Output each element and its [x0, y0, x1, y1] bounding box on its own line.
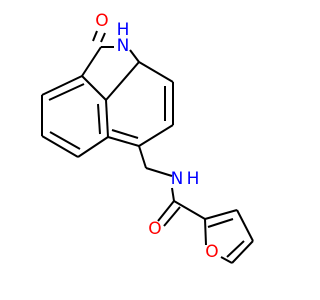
amide-hydrogen-label: H [187, 169, 200, 189]
bond-furan-c3-c4 [236, 209, 254, 242]
bond-c6-c5a [107, 136, 140, 147]
bond-furan-c2-c3 [204, 209, 238, 220]
bond-c2a-c3 [41, 75, 83, 96]
bond-furan-c2-c3-double [207, 218, 234, 228]
bond-furan-c4-c5-double [226, 240, 245, 258]
bond-furan-o-c2 [204, 218, 207, 246]
bond-c2a-c3-double [48, 83, 85, 101]
bond-c2-o [100, 32, 106, 43]
carbonyl-oxygen-label: O [95, 11, 108, 31]
chemical-structure: O N H N H O O [41, 11, 254, 264]
bond-c4-c5-double [49, 131, 81, 150]
bond-n1-c8b [129, 49, 140, 63]
bond-c5a-c8a-double [97, 103, 101, 135]
bond-c2a-c8a [81, 75, 107, 101]
lactam-nitrogen-label: N [117, 36, 130, 56]
bond-ch2-nh [145, 167, 173, 177]
amide-nitrogen-label: N [171, 169, 184, 189]
bond-furan-c4-c5 [231, 240, 254, 264]
bond-c7-c6 [138, 124, 174, 147]
bond-amide-c-furan [173, 200, 206, 220]
furan-oxygen-label: O [205, 242, 218, 262]
bond-nh-carbonyl [171, 187, 175, 202]
amide-oxygen-label: O [148, 219, 161, 239]
atom-labels: O N H N H O O [95, 11, 218, 262]
bond-c2-c2a [81, 46, 102, 77]
bond-c2-o-double [92, 30, 98, 42]
bond-furan-c5-o [220, 256, 233, 264]
bond-c5-c5a [77, 136, 109, 158]
bond-c5a-c8a [105, 99, 109, 138]
lactam-hydrogen-label: H [117, 20, 130, 40]
bond-c4-c5 [41, 135, 79, 158]
bond-c6-ch2 [138, 145, 147, 169]
bond-lines [41, 30, 254, 264]
bond-amide-c-o-double [163, 206, 181, 227]
bond-amide-c-o [157, 200, 175, 222]
bond-c6-c5a-double [111, 129, 139, 139]
bond-c8b-c8 [138, 61, 174, 83]
bond-c8a-c8b [105, 61, 140, 101]
